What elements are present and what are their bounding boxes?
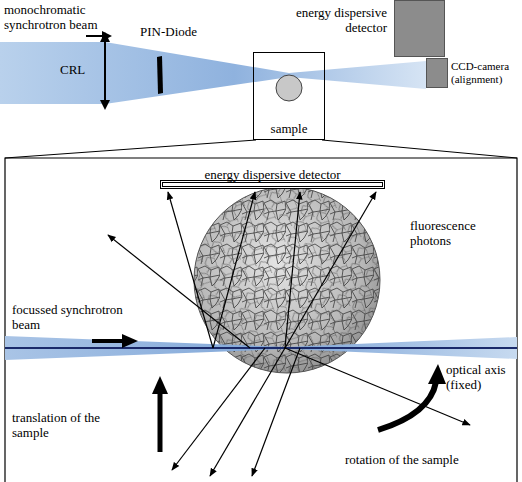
beam-direction-arrow <box>92 339 124 343</box>
beam-label: focussed synchrotron beam <box>12 302 124 332</box>
optical-axis <box>5 347 517 349</box>
translation-label: translation of the sample <box>12 410 112 440</box>
node-text: energy dispersive detector <box>275 5 387 35</box>
sample-box: sample <box>253 52 325 140</box>
rotation-arrow <box>378 382 436 430</box>
rotation-label: rotation of the sample <box>345 452 505 467</box>
node-text: CCD-camera (alignment) <box>451 60 517 86</box>
lens-label: CRL <box>60 62 100 77</box>
ccd-camera-box: CCD-camera (alignment) <box>426 58 448 88</box>
zoom-line <box>5 140 256 158</box>
node-text: sample <box>254 121 324 136</box>
sample-sphere-small <box>276 75 302 101</box>
translation-arrow-head <box>152 376 168 394</box>
beam-label: monochromatic synchrotron beam <box>4 2 114 32</box>
diode-label: PIN-Diode <box>140 24 220 39</box>
detector-box: energy dispersive detector <box>394 0 445 57</box>
photons-label: fluorescence photons <box>410 218 502 248</box>
detector-bar: energy dispersive detector <box>160 180 385 189</box>
crl-arrow-head <box>100 100 110 110</box>
axis-label: optical axis (fixed) <box>446 362 514 392</box>
rotation-arrow-head <box>428 364 446 384</box>
synchrotron-beam <box>0 42 426 104</box>
node-text: energy dispersive detector <box>204 167 340 182</box>
beam-arrow <box>86 35 104 37</box>
crl-arrow-head <box>100 32 110 42</box>
translation-arrow <box>158 392 163 452</box>
beam-direction-head <box>122 334 138 348</box>
pin-diode <box>157 56 163 94</box>
zoom-line <box>322 140 517 158</box>
focussed-beam <box>5 336 517 360</box>
crl-lens <box>104 40 106 102</box>
inset-frame <box>5 158 517 482</box>
